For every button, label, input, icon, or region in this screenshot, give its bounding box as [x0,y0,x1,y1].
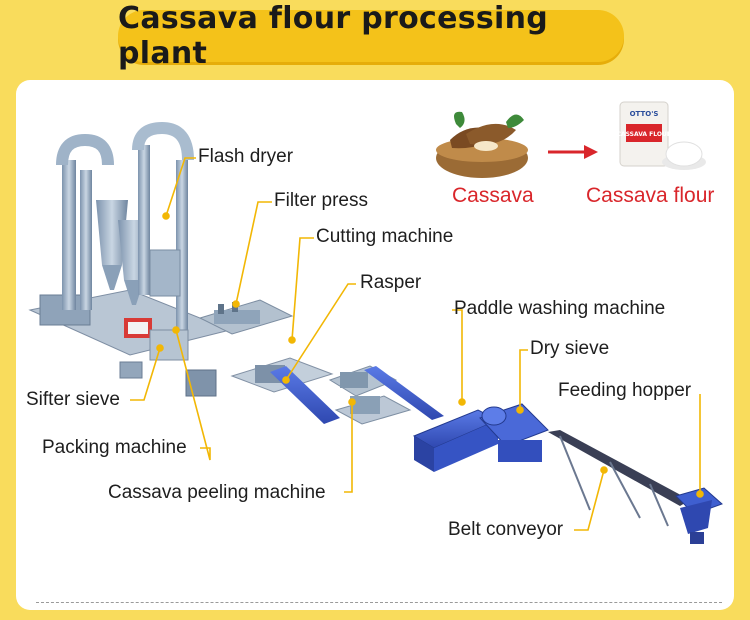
label-dry-sieve: Dry sieve [530,338,610,359]
divider-dashed [36,602,722,603]
feeding-hopper-unit [675,487,723,544]
label-filter-press: Filter press [274,190,368,211]
label-cassava-peeling-machine: Cassava peeling machine [108,482,326,503]
label-flash-dryer: Flash dryer [198,146,294,167]
peeling-machine-unit [334,395,412,425]
flash-dryer-unit [28,121,232,397]
label-cassava-flour: Cassava flour [586,184,715,207]
label-paddle-washing-machine: Paddle washing machine [454,298,666,319]
rasper-unit [230,357,398,397]
label-rasper: Rasper [360,272,422,293]
bag-brand: OTTO'S [630,110,659,118]
label-belt-conveyor: Belt conveyor [448,519,564,540]
filter-press-unit [198,299,294,335]
page-title: Cassava flour processing plant [118,1,549,71]
dry-sieve-unit [479,403,549,462]
label-cutting-machine: Cutting machine [316,226,454,247]
cassava-basket-icon [436,111,528,178]
label-feeding-hopper: Feeding hopper [558,380,692,401]
arrow-right-icon [548,145,598,159]
cassava-flour-bag-icon: OTTO'S CASSAVA FLOUR [617,101,706,170]
label-cassava: Cassava [452,184,534,207]
leader-lines [130,157,704,531]
label-sifter-sieve: Sifter sieve [26,389,120,410]
title-banner: Cassava flour processing plant [118,1,624,71]
label-packing-machine: Packing machine [42,437,187,458]
bag-text: CASSAVA FLOUR [617,131,672,138]
